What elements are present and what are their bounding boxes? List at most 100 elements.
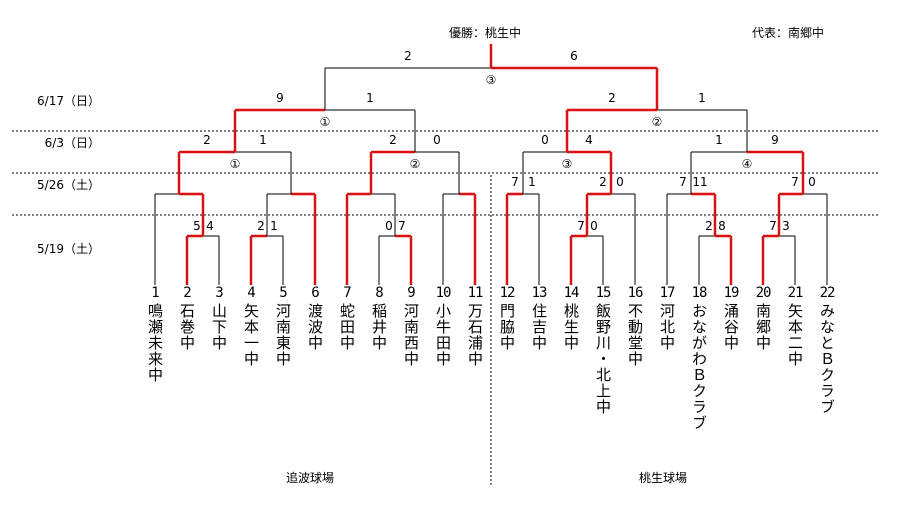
team-number: 3 <box>215 285 223 301</box>
team-entry: 2 石巻中 <box>175 283 199 351</box>
score-right: 3 <box>782 219 790 233</box>
team-name: 南郷中 <box>754 303 772 351</box>
score-right: 0 <box>590 219 598 233</box>
match-number-label: ① <box>230 157 241 171</box>
match-number-label: ② <box>652 115 663 129</box>
team-number: 16 <box>627 285 644 301</box>
team-name: 不動堂中 <box>626 303 644 367</box>
score-right: 9 <box>771 133 779 147</box>
score-left: 9 <box>276 91 284 105</box>
team-entry: 17 河北中 <box>655 283 679 351</box>
team-entry: 11 万石浦中 <box>463 283 487 367</box>
team-entry: 21 矢本二中 <box>783 283 807 367</box>
team-number: 2 <box>183 285 191 301</box>
team-number: 14 <box>563 285 580 301</box>
match-number-label: ② <box>410 157 421 171</box>
team-name: 飯野川・北上中 <box>594 303 612 415</box>
team-number: 10 <box>435 285 452 301</box>
team-name: 石巻中 <box>178 303 196 351</box>
score-left: 7 <box>511 175 519 189</box>
team-name: 河南西中 <box>402 303 420 367</box>
score-left: 0 <box>541 133 549 147</box>
date-label-round-1: 5/19（土） <box>37 242 100 256</box>
team-entry: 16 不動堂中 <box>623 283 647 367</box>
score-left: 7 <box>769 219 777 233</box>
team-name: 小牛田中 <box>434 303 452 367</box>
team-name: みなとＢクラブ <box>818 303 836 415</box>
score-right: 4 <box>206 219 214 233</box>
date-label-final-round: 6/17（日） <box>37 94 100 108</box>
team-name: 矢本一中 <box>242 303 260 367</box>
team-number: 11 <box>467 285 484 301</box>
team-entry: 7 蛇田中 <box>335 283 359 351</box>
team-name: 山下中 <box>210 303 228 351</box>
score-right: 1 <box>528 175 536 189</box>
date-label-round-2: 5/26（土） <box>37 178 100 192</box>
score-right: 1 <box>259 133 267 147</box>
score-left: 5 <box>193 219 201 233</box>
venue-label-right: 桃生球場 <box>639 471 688 485</box>
team-entry: 22 みなとＢクラブ <box>815 283 839 415</box>
team-name: 蛇田中 <box>338 303 356 351</box>
score-right: 0 <box>616 175 624 189</box>
team-number: 7 <box>343 285 351 301</box>
team-entry: 18 おながわＢクラブ <box>687 283 711 431</box>
score-right: 8 <box>718 219 726 233</box>
score-right: 1 <box>698 91 706 105</box>
score-left: 2 <box>257 219 265 233</box>
team-entry: 1 鳴瀬未来中 <box>143 283 167 383</box>
team-number: 18 <box>691 285 708 301</box>
match-number-label: ④ <box>742 157 753 171</box>
team-name: 渡波中 <box>306 303 324 351</box>
team-number: 1 <box>151 285 159 301</box>
match-number-label: ① <box>320 115 331 129</box>
team-entry: 14 桃生中 <box>559 283 583 351</box>
team-number: 12 <box>499 285 516 301</box>
score-right: 4 <box>585 133 593 147</box>
team-name: おながわＢクラブ <box>690 303 708 431</box>
score-right: 11 <box>692 175 707 189</box>
venue-label-left: 追波球場 <box>286 471 335 485</box>
team-number: 20 <box>755 285 772 301</box>
team-entry: 8 稲井中 <box>367 283 391 351</box>
score-left: 2 <box>404 49 412 63</box>
champion-label: 優勝：桃生中 <box>449 26 522 40</box>
team-name: 住吉中 <box>530 303 548 351</box>
team-number: 5 <box>279 285 287 301</box>
score-left: 2 <box>599 175 607 189</box>
match-number-label: ③ <box>562 157 573 171</box>
score-left: 1 <box>715 133 723 147</box>
team-number: 21 <box>787 285 804 301</box>
team-number: 19 <box>723 285 740 301</box>
score-right: 7 <box>398 219 406 233</box>
team-number: 8 <box>375 285 383 301</box>
team-name: 河北中 <box>658 303 676 351</box>
team-entry: 12 門脇中 <box>495 283 519 351</box>
score-right: 0 <box>808 175 816 189</box>
team-entry: 3 山下中 <box>207 283 231 351</box>
team-name: 矢本二中 <box>786 303 804 367</box>
score-right: 1 <box>270 219 278 233</box>
team-name: 万石浦中 <box>466 303 484 367</box>
team-number: 22 <box>819 285 836 301</box>
team-number: 17 <box>659 285 676 301</box>
score-left: 2 <box>203 133 211 147</box>
team-number: 9 <box>407 285 415 301</box>
team-name: 桃生中 <box>562 303 580 351</box>
team-name: 鳴瀬未来中 <box>146 303 164 383</box>
representative-label: 代表：南郷中 <box>752 26 825 40</box>
team-name: 稲井中 <box>370 303 388 351</box>
date-label-semifinal-round: 6/3（日） <box>44 136 100 150</box>
team-name: 門脇中 <box>498 303 516 351</box>
team-entry: 10 小牛田中 <box>431 283 455 367</box>
score-left: 7 <box>679 175 687 189</box>
team-entry: 5 河南東中 <box>271 283 295 367</box>
team-name: 河南東中 <box>274 303 292 367</box>
score-right: 1 <box>366 91 374 105</box>
